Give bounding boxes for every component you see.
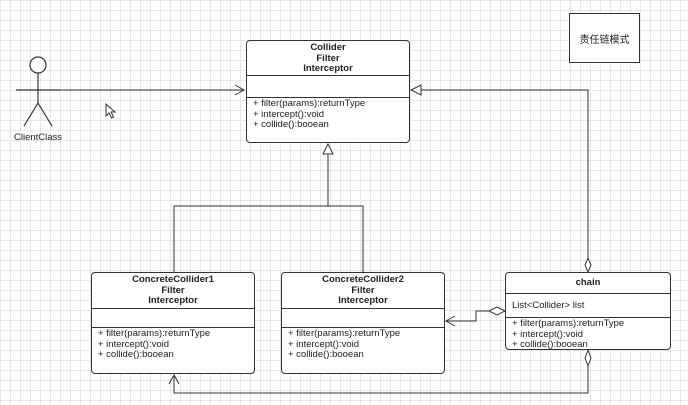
operation: + filter(params):returnType xyxy=(98,328,211,339)
operation: + collide():booean xyxy=(98,349,174,360)
operation: + collide():booean xyxy=(512,339,588,350)
class-header: ConcreteCollider1 Filter Interceptor xyxy=(92,273,254,309)
stereotype-filter: Filter xyxy=(351,284,375,296)
chain-to-collider-arrow xyxy=(409,84,592,274)
operation: + intercept():void xyxy=(253,108,325,120)
class-operations: + filter(params):returnType + intercept(… xyxy=(282,328,444,362)
class-concrete-collider-2[interactable]: ConcreteCollider2 Filter Interceptor + f… xyxy=(281,272,445,374)
operation: + intercept():void xyxy=(98,338,170,350)
inheritance-connector xyxy=(173,142,364,272)
chain-to-concrete1-aggregation xyxy=(168,348,592,394)
client-to-collider-arrow xyxy=(60,84,246,96)
operation: + filter(params):returnType xyxy=(253,98,366,109)
class-name: chain xyxy=(575,277,601,288)
note-box[interactable]: 责任链模式 xyxy=(569,13,640,63)
class-operations: + filter(params):returnType + intercept(… xyxy=(247,98,409,132)
operation: + intercept():void xyxy=(512,328,584,340)
class-name: Collider xyxy=(310,42,346,53)
stereotype-interceptor: Interceptor xyxy=(303,63,353,74)
class-attributes: List<Collider> list xyxy=(506,294,670,318)
stereotype-interceptor: Interceptor xyxy=(338,295,388,306)
class-name: ConcreteCollider1 xyxy=(132,274,214,285)
operation: + filter(params):returnType xyxy=(288,328,401,339)
attribute: List<Collider> list xyxy=(512,300,585,311)
actor-label: ClientClass xyxy=(13,132,63,143)
class-operations: + filter(params):returnType + intercept(… xyxy=(506,318,670,350)
operation: + collide():booean xyxy=(288,349,364,360)
note-text: 责任链模式 xyxy=(579,34,630,46)
class-attributes xyxy=(282,309,444,328)
operation: + collide():booean xyxy=(253,119,329,130)
class-concrete-collider-1[interactable]: ConcreteCollider1 Filter Interceptor + f… xyxy=(91,272,255,374)
mouse-cursor-icon xyxy=(105,103,117,119)
actor-figure xyxy=(16,56,60,127)
stereotype-filter: Filter xyxy=(161,284,185,296)
class-collider[interactable]: Collider Filter Interceptor + filter(par… xyxy=(246,40,410,143)
operation: + filter(params):returnType xyxy=(512,318,625,329)
stereotype-interceptor: Interceptor xyxy=(148,295,198,306)
class-header: ConcreteCollider2 Filter Interceptor xyxy=(282,273,444,309)
class-attributes xyxy=(247,76,409,98)
class-name: ConcreteCollider2 xyxy=(322,274,404,285)
stereotype-filter: Filter xyxy=(316,52,340,64)
class-header: chain xyxy=(506,273,670,294)
class-operations: + filter(params):returnType + intercept(… xyxy=(92,328,254,362)
chain-to-concrete2-aggregation xyxy=(444,306,507,327)
class-header: Collider Filter Interceptor xyxy=(247,41,409,76)
class-attributes xyxy=(92,309,254,328)
class-chain[interactable]: chain List<Collider> list + filter(param… xyxy=(505,272,671,350)
operation: + intercept():void xyxy=(288,338,360,350)
